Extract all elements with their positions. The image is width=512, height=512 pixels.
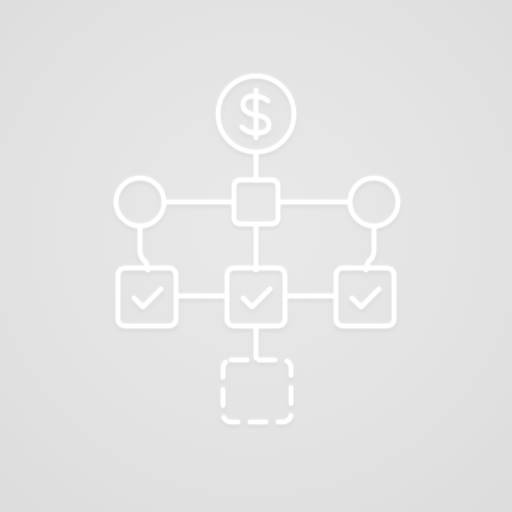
branch-circle-left [113, 175, 167, 229]
task-node-center [224, 265, 288, 329]
decision-square-node [231, 177, 281, 227]
task-node-left [115, 265, 179, 329]
root-node [215, 73, 297, 155]
dollar-circle [215, 73, 297, 155]
dollar-icon [239, 87, 272, 141]
task-node-right [333, 265, 397, 329]
pending-dashed-node [220, 357, 294, 425]
checkmark-icon [131, 286, 164, 310]
checkmark-icon [349, 286, 382, 310]
connector-lines [137, 149, 377, 361]
branch-circle-right [347, 175, 401, 229]
checkmark-icon [240, 286, 273, 310]
